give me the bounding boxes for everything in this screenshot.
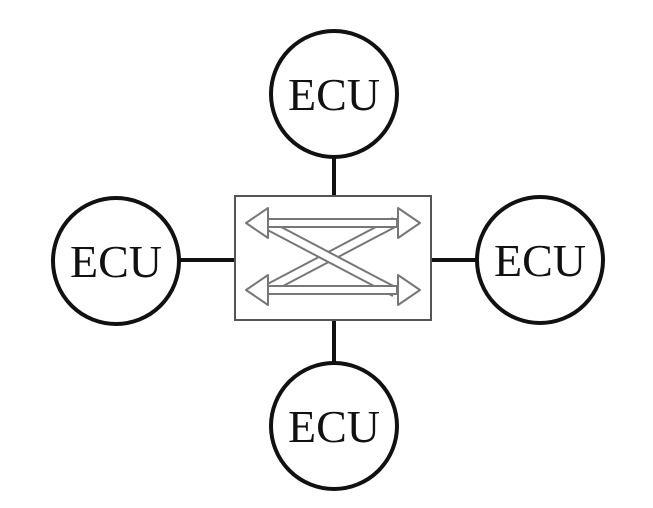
switch-hub [234,195,432,321]
ecu-label-right: ECU [494,235,586,286]
ecu-node-left: ECU [51,196,181,326]
ecu-label-top: ECU [288,69,380,120]
ecu-node-right: ECU [475,195,605,325]
switch-cross-arrows-icon [245,207,421,306]
ecu-label-bottom: ECU [288,401,380,452]
ecu-node-top: ECU [269,29,399,159]
ecu-label-left: ECU [70,236,162,287]
ecu-node-bottom: ECU [269,361,399,491]
